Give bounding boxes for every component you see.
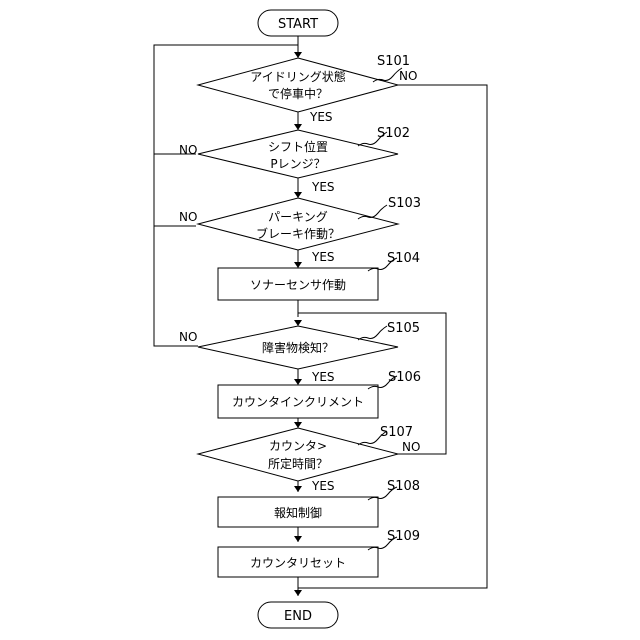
s103-id: S103 — [388, 196, 421, 211]
yes-label-s101: YES — [309, 110, 333, 124]
no-label-s107: NO — [402, 440, 420, 454]
s102-line-2: Pレンジ？ — [270, 157, 325, 171]
s102-id: S102 — [377, 126, 410, 141]
arrow-head — [294, 124, 302, 130]
decision-s101 — [198, 58, 398, 112]
s104-text: ソナーセンサ作動 — [250, 278, 346, 292]
s101-leader — [373, 68, 402, 82]
no-label-s102: NO — [179, 143, 197, 157]
s108-id: S108 — [387, 479, 420, 494]
arrow-head — [294, 52, 302, 58]
s103-leader — [358, 205, 387, 219]
decision-s103 — [198, 198, 398, 250]
no-label-s103: NO — [179, 210, 197, 224]
start-label: START — [278, 17, 318, 32]
end-label: END — [284, 609, 312, 624]
arrow-head — [294, 379, 302, 385]
s103-line-1: パーキング — [268, 210, 328, 224]
arrow-head — [294, 536, 302, 542]
s101-line-2: で停車中？ — [268, 86, 328, 101]
arrow-head — [294, 262, 302, 268]
arrow-head — [294, 590, 302, 596]
s106-text: カウンタインクリメント — [232, 395, 364, 409]
no-label-s101: NO — [399, 69, 417, 83]
s102-line-1: シフト位置 — [268, 139, 328, 154]
arrow-head — [294, 486, 302, 492]
arrow-head — [294, 192, 302, 198]
s109-text: カウンタリセット — [250, 556, 346, 570]
yes-label-s107: YES — [311, 479, 335, 493]
arrow-head — [294, 320, 302, 326]
s107-id: S107 — [380, 425, 413, 440]
arrow-head — [294, 422, 302, 428]
s108-text: 報知制御 — [274, 505, 322, 520]
no-label-s105: NO — [179, 330, 197, 344]
s105-leader — [358, 326, 387, 340]
s105-id: S105 — [387, 321, 420, 336]
s107-line-1: カウンタ> — [269, 439, 327, 453]
decision-s107 — [198, 428, 398, 481]
s105-text: 障害物検知？ — [262, 340, 334, 355]
s104-id: S104 — [387, 251, 420, 266]
s107-line-2: 所定時間？ — [268, 456, 328, 471]
yes-label-s102: YES — [311, 180, 335, 194]
yes-label-s105: YES — [311, 370, 335, 384]
s101-id: S101 — [377, 54, 410, 69]
s106-id: S106 — [388, 370, 421, 385]
s103-line-2: ブレーキ作動？ — [256, 226, 340, 241]
s101-line-1: アイドリング状態 — [250, 69, 345, 84]
s109-id: S109 — [387, 529, 420, 544]
yes-label-s103: YES — [311, 250, 335, 264]
